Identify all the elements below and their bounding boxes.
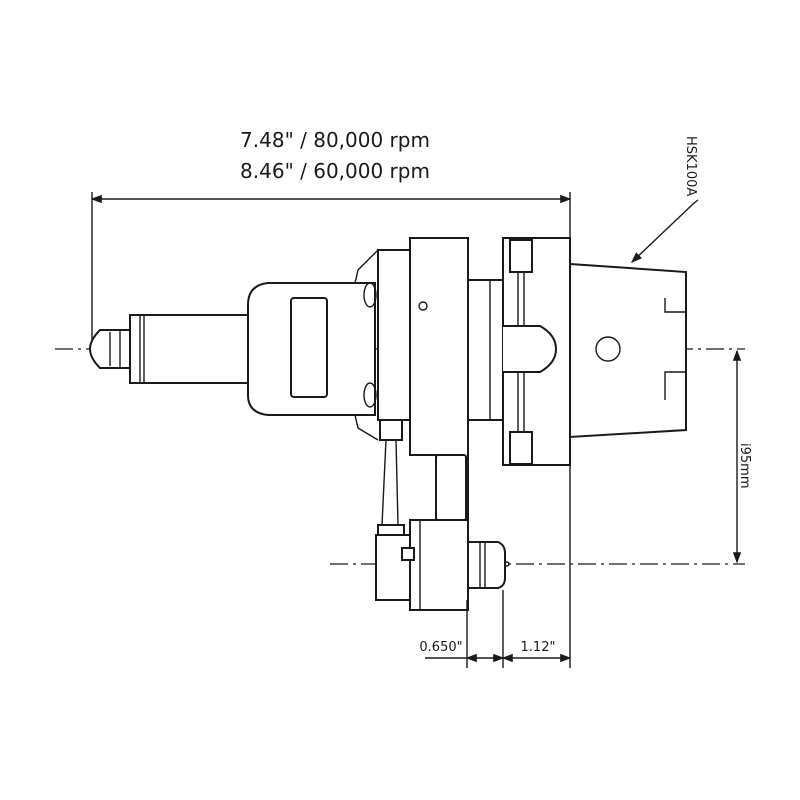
offset-dimension: i95mm [732, 349, 752, 564]
collet-nut [88, 329, 131, 369]
holder-leader-line [630, 199, 699, 263]
spindle-shaft [129, 314, 249, 384]
gear-housing [375, 454, 469, 611]
coolant-rods [377, 419, 405, 546]
output-shaft [467, 541, 510, 589]
holder-label: HSK100A [683, 136, 698, 196]
title-line-1: 7.48" / 80,000 rpm [240, 128, 430, 152]
overall-length-dimension [90, 192, 572, 668]
offset-label: i95mm [737, 443, 752, 488]
hsk-taper [569, 262, 687, 439]
motor-body [247, 249, 379, 441]
dim-112-label: 1.12" [521, 640, 556, 655]
dim-0650-label: 0.650" [419, 640, 462, 655]
bottom-dimensions: 0.650" 1.12" [419, 590, 572, 668]
title-line-2: 8.46" / 60,000 rpm [240, 159, 430, 183]
hsk-flange [502, 237, 571, 466]
